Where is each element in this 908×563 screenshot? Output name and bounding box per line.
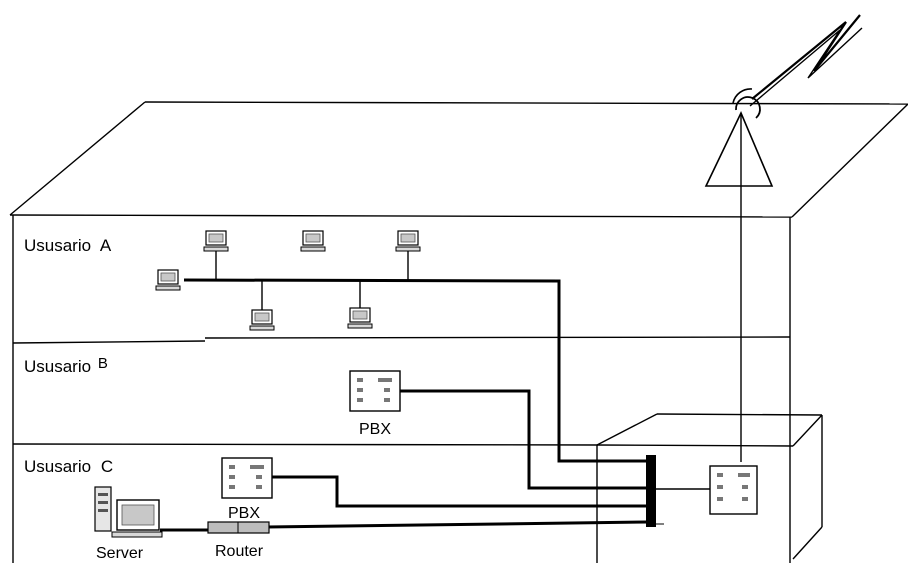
floor-separators (12, 336, 791, 446)
computer-icon (249, 309, 275, 331)
computer-icon (203, 230, 229, 252)
pbx-icon (349, 370, 401, 412)
floor-label-c: Ususario C (24, 457, 113, 476)
pbx-icon (221, 457, 273, 499)
computer-icon (395, 230, 421, 252)
pbx-label: PBX (228, 505, 260, 522)
antenna-icon (704, 88, 774, 462)
floor-label-a: Ususario A (24, 236, 112, 255)
lightning-bolt-icon (749, 14, 863, 107)
pbx-label: PBX (359, 421, 391, 438)
pbx-icon (709, 465, 758, 515)
router-icon (207, 521, 270, 534)
computer-icon (347, 307, 373, 329)
floor-label-b: Ususario B (24, 355, 108, 376)
patch-panel-icon (646, 455, 664, 527)
router-label: Router (215, 543, 264, 560)
server-label: Server (96, 545, 144, 562)
backbone-cables (160, 278, 710, 532)
equipment-room (596, 413, 823, 563)
lan-branches (215, 251, 409, 310)
computer-icon (155, 269, 181, 291)
computer-icon (300, 230, 326, 252)
server-icon (94, 486, 163, 538)
building-outline (9, 101, 908, 563)
